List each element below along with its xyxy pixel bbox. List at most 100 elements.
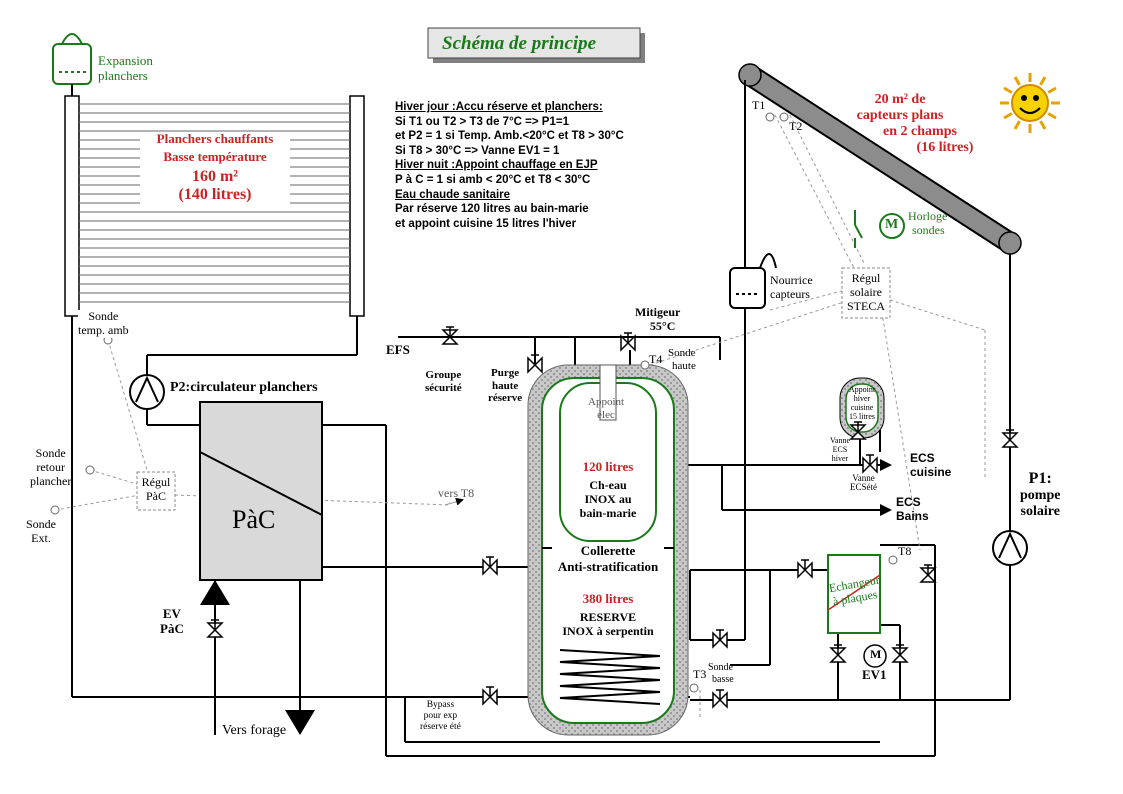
bypass-line2: pour exp bbox=[423, 711, 458, 721]
appoint-hiver-line4: 15 litres bbox=[849, 412, 875, 421]
ecs-bains-line1: ECS bbox=[896, 495, 921, 509]
sun-ray bbox=[1039, 120, 1047, 130]
vanne-ecs-ete-line1: Vanne bbox=[852, 473, 875, 483]
valve-icon bbox=[527, 354, 543, 374]
sonde-retour-label: Sonde retour plancher bbox=[30, 446, 72, 488]
groupe-securite-label: Groupe sécurité bbox=[425, 369, 462, 394]
vanne-ecs-hiver-line3: hiver bbox=[831, 454, 849, 463]
p1-line2: pompe bbox=[1020, 488, 1061, 504]
vanne-ecs-ete-label: Vanne ECSété bbox=[850, 474, 877, 492]
regul-pac-line1: Régul bbox=[141, 475, 171, 489]
expansion-line2: planchers bbox=[98, 67, 148, 83]
sun-ray bbox=[1039, 76, 1047, 86]
mitigeur-label: Mitigeur 55°C bbox=[635, 305, 680, 334]
sensor-probe bbox=[888, 555, 898, 565]
rule-line2: Si T1 ou T2 > T3 de 7°C => P1=1 bbox=[395, 115, 569, 128]
rule-line5: Hiver nuit :Appoint chauffage en EJP bbox=[395, 159, 598, 172]
valve-icon bbox=[482, 686, 498, 706]
valve-icon bbox=[620, 332, 636, 352]
collector-line4: (16 litres) bbox=[916, 140, 974, 156]
sun-ray bbox=[1047, 112, 1057, 120]
collector-label: 20 m² de capteurs plans en 2 champs (16 … bbox=[820, 92, 980, 156]
appoint-elec-line1: Appoint bbox=[588, 396, 625, 408]
nourrice-line1: Nourrice bbox=[770, 273, 813, 287]
valve-icon bbox=[206, 619, 224, 638]
collerette-label: Collerette Anti-stratification bbox=[552, 543, 664, 575]
rule-line7: Eau chaude sanitaire bbox=[395, 188, 511, 201]
vers-t8-arrow bbox=[444, 497, 464, 506]
inner-tank-label: 120 litres Ch-eau INOX au bain-marie bbox=[568, 459, 648, 520]
ev1-label: EV1 bbox=[862, 667, 887, 682]
purge-line2: haute bbox=[491, 379, 519, 392]
sonde-haute-line1: Sonde bbox=[668, 347, 696, 359]
collerette-line1: Collerette bbox=[552, 543, 664, 559]
appoint-elec-line2: élec bbox=[597, 408, 615, 421]
collector-line3: en 2 champs bbox=[883, 124, 957, 140]
nourrice-label: Nourrice capteurs bbox=[770, 273, 813, 302]
sun-ray bbox=[1013, 120, 1021, 130]
sun-ray bbox=[1013, 76, 1021, 86]
regul-pac-line2: PàC bbox=[145, 488, 166, 503]
vers-forage-label: Vers forage bbox=[222, 723, 287, 738]
purge-line3: réserve bbox=[488, 392, 523, 405]
pac-label: PàC bbox=[232, 505, 276, 534]
inner-tank-line1: 120 litres bbox=[582, 459, 634, 474]
floor-heating-label: Planchers chauffants Basse température 1… bbox=[140, 131, 290, 205]
sensor-wires bbox=[54, 114, 986, 720]
valve-icon bbox=[441, 326, 459, 345]
p1-line3: solaire bbox=[1020, 504, 1060, 520]
valve-icon bbox=[919, 564, 937, 583]
sonde-haute-line2: haute bbox=[672, 359, 696, 372]
vanne-ecs-hiver-label: Vanne ECS hiver bbox=[830, 436, 850, 463]
efs-label: EFS bbox=[386, 342, 410, 357]
ecs-cuisine-line1: ECS bbox=[910, 451, 935, 465]
sonde-retour-line2: retour bbox=[36, 459, 65, 474]
control-rules: Hiver jour :Accu réserve et planchers: S… bbox=[395, 100, 624, 231]
sensor-t2-label: T2 bbox=[789, 119, 803, 133]
sonde-basse-label: Sonde basse bbox=[708, 662, 734, 685]
valve-icon bbox=[891, 644, 909, 663]
clock-line1: Horloge bbox=[908, 209, 948, 223]
ev-pac-line2: PàC bbox=[160, 620, 184, 636]
valve-icon bbox=[849, 421, 867, 440]
sun-ray bbox=[1003, 112, 1013, 120]
forage-arrows bbox=[200, 580, 315, 735]
sonde-retour-line3: plancher bbox=[30, 473, 72, 488]
pump-p2-icon bbox=[129, 374, 165, 410]
reserve-line2: RESERVE bbox=[579, 609, 637, 624]
vers-t8-label: vers T8 bbox=[438, 486, 475, 500]
sensor-probe bbox=[85, 465, 95, 475]
vanne-ecs-hiver-line1: Vanne bbox=[830, 436, 850, 445]
valve-icon bbox=[862, 454, 878, 474]
solar-collector bbox=[738, 63, 1022, 255]
clock-line2: sondes bbox=[912, 222, 945, 237]
appoint-hiver-line2: hiver bbox=[853, 394, 871, 403]
sensor-probe bbox=[640, 360, 650, 370]
sensor-t4-label: T4 bbox=[649, 352, 663, 366]
sun-ray bbox=[1003, 86, 1013, 94]
appoint-hiver-line3: cuisine bbox=[850, 403, 874, 412]
p1-label: P1: pompe solaire bbox=[1020, 470, 1060, 521]
clock-label: Horloge sondes bbox=[908, 209, 948, 238]
ecs-bains-line2: Bains bbox=[896, 508, 929, 523]
regul-pac-box bbox=[136, 471, 176, 511]
sensor-probe bbox=[779, 112, 789, 122]
collector-line1: 20 m² de bbox=[874, 92, 926, 107]
inner-tank-line4: bain-marie bbox=[579, 505, 637, 520]
sonde-basse-line1: Sonde bbox=[708, 662, 733, 673]
pump-p1-icon bbox=[992, 530, 1028, 566]
clock-switch bbox=[854, 210, 905, 248]
sensor-t8-label: T8 bbox=[898, 544, 912, 558]
sonde-retour-line1: Sonde bbox=[35, 446, 66, 460]
appoint-hiver-line1: Appoint bbox=[848, 385, 876, 394]
rule-line6: P à C = 1 si amb < 20°C et T8 < 30°C bbox=[395, 173, 591, 186]
reserve-line1: 380 litres bbox=[582, 591, 634, 606]
rule-line4: Si T8 > 30°C => Vanne EV1 = 1 bbox=[395, 144, 560, 157]
reserve-label: 380 litres RESERVE INOX à serpentin bbox=[548, 591, 668, 639]
valve-icon bbox=[482, 556, 498, 576]
nourrice-line2: capteurs bbox=[770, 286, 810, 301]
sonde-temp-amb-line1: Sonde bbox=[88, 309, 119, 323]
sonde-temp-amb-line2: temp. amb bbox=[78, 322, 129, 337]
sun-ray bbox=[1047, 86, 1057, 94]
rule-line1: Hiver jour :Accu réserve et planchers: bbox=[395, 101, 603, 113]
